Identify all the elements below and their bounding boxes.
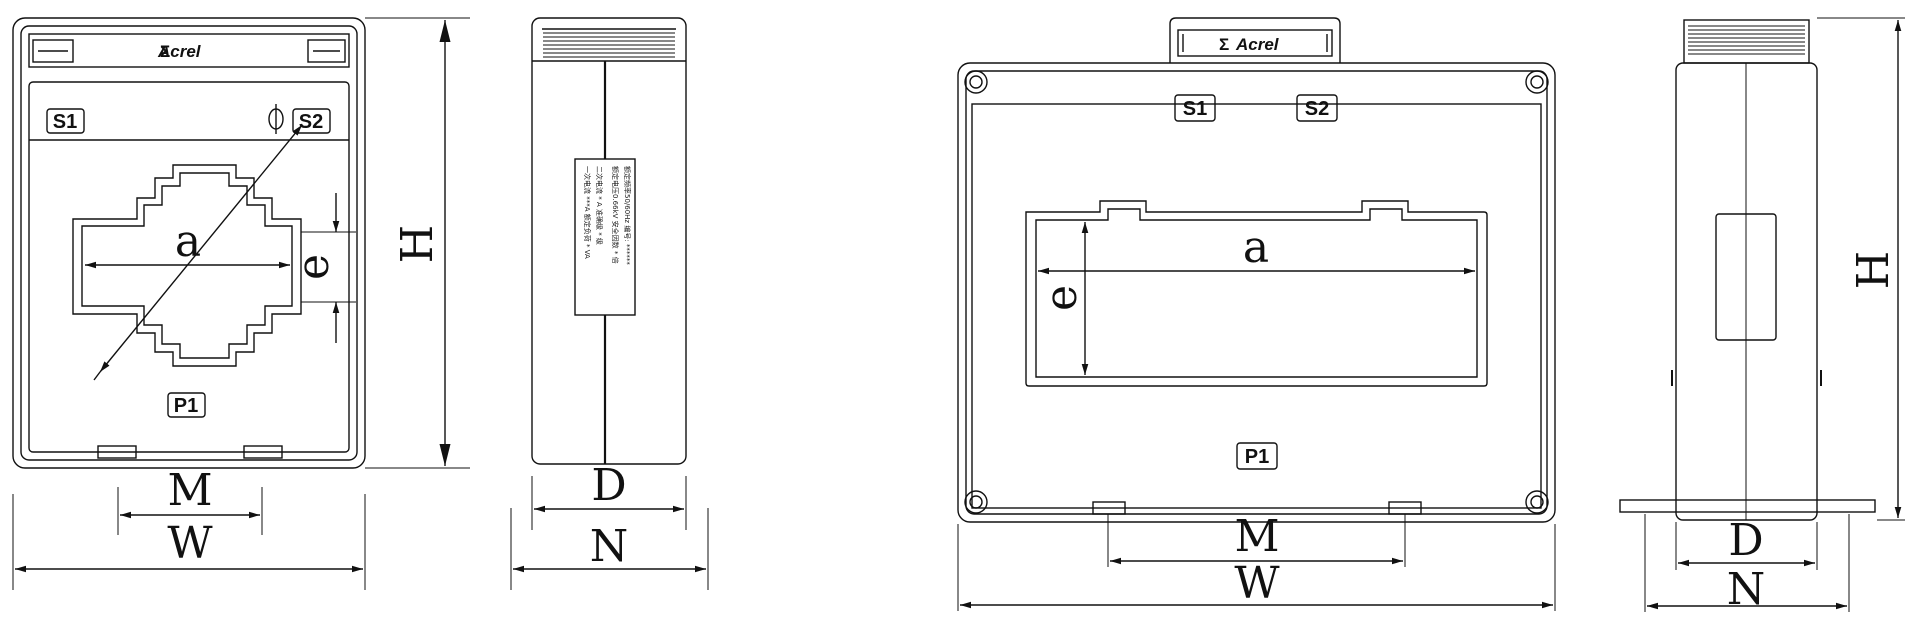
nameplate-line: 额定电压0.66kV 安全因数 * 倍 xyxy=(611,166,620,264)
dim-w-label: W xyxy=(167,518,213,569)
front-view-large xyxy=(957,17,1556,611)
brand-mark-icon: Σ xyxy=(160,42,170,61)
brand-logo-large: Acrel Σ xyxy=(1219,35,1280,54)
dim-w-label: W xyxy=(1234,558,1280,609)
nameplate-line: 一次电流 ***A 额定负荷 * VA xyxy=(583,166,592,259)
dim-h-label: H xyxy=(392,225,443,263)
nameplate: 一次电流 ***A 额定负荷 * VA 二次电流 * A 准确级 * 级 额定电… xyxy=(583,166,632,265)
dim-a-label: a xyxy=(1243,222,1269,273)
nameplate-line: 二次电流 * A 准确级 * 级 xyxy=(595,166,604,245)
dim-d-label: D xyxy=(1728,515,1763,566)
side-view-small xyxy=(510,17,709,590)
brand-text-large: Acrel xyxy=(1235,35,1280,54)
front-view-small xyxy=(12,17,470,590)
side-view-large xyxy=(1619,17,1905,612)
dim-e-label: e xyxy=(288,254,339,280)
terminal-p1-label: P1 xyxy=(174,395,198,417)
dim-n-label: N xyxy=(1727,564,1766,615)
terminal-s1-label: S1 xyxy=(53,111,77,133)
dim-d-label: D xyxy=(591,460,626,511)
dim-m-label: M xyxy=(167,465,212,516)
terminal-s2-label: S2 xyxy=(1305,98,1329,120)
terminal-p1-label: P1 xyxy=(1245,446,1269,468)
dim-h-label: H xyxy=(1848,251,1899,289)
terminal-s2-label: S2 xyxy=(299,111,323,133)
brand-logo-small: Acrel Σ xyxy=(157,42,202,61)
brand-mark-icon: Σ xyxy=(1219,35,1229,54)
dim-n-label: N xyxy=(590,521,629,572)
nameplate-line: 额定频率50/60Hz 编号: ****** xyxy=(623,166,632,265)
terminal-s1-label: S1 xyxy=(1183,98,1207,120)
dim-m-label: M xyxy=(1234,511,1279,562)
dim-a-label: a xyxy=(175,216,201,267)
brand-text-small: Acrel xyxy=(157,42,202,61)
dim-e-label: e xyxy=(1036,285,1087,311)
